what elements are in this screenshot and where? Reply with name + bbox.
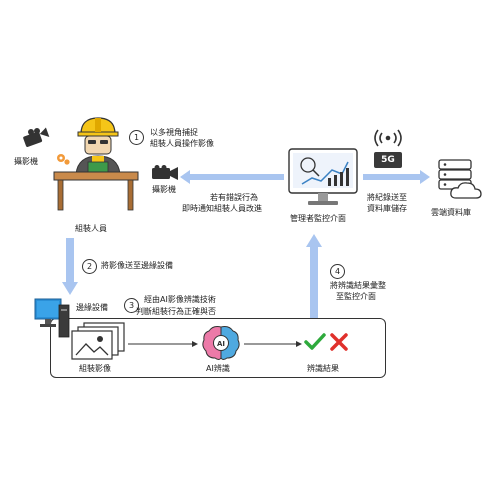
to-edge-arrow — [62, 238, 78, 295]
to-monitor-arrow — [306, 234, 322, 318]
store-arrow — [363, 170, 430, 184]
cloud-db-label: 雲端資料庫 — [431, 208, 471, 217]
assembly-image-icon — [71, 322, 125, 360]
step-3-text-line2: 判斷組裝行為正確與否 — [136, 307, 216, 316]
cloud-database-icon — [438, 159, 482, 199]
step-3-number: 3 — [124, 298, 139, 313]
step-1-text-line2: 組裝人員操作影像 — [150, 139, 214, 148]
network-5g-badge: 5G — [374, 152, 402, 168]
assembler-label: 組裝人員 — [75, 224, 107, 233]
image-to-ai-arrow — [128, 341, 198, 347]
camera-left-icon — [23, 127, 50, 147]
notify-text-line1: 若有錯誤行為 — [210, 193, 258, 202]
step-4-text-line1: 將辨識結果彙整 — [330, 281, 386, 290]
antenna-icon — [374, 129, 402, 147]
step-1-number: 1 — [129, 130, 144, 145]
camera-left-label: 攝影機 — [14, 157, 38, 166]
camera-right-icon — [152, 165, 178, 180]
camera-right-label: 攝影機 — [152, 185, 176, 194]
edge-processing-panel — [50, 318, 386, 378]
ai-to-result-arrow — [244, 341, 302, 347]
check-icon — [304, 333, 326, 350]
notify-text-line2: 即時通知組裝人員改進 — [182, 204, 262, 213]
ai-brain-icon: AI — [202, 326, 240, 360]
ai-recognition-label: AI辨識 — [206, 364, 230, 373]
assembly-image-label: 組裝影像 — [79, 364, 111, 373]
step-4-text-line2: 至監控介面 — [336, 292, 376, 301]
step-2-text: 將影像送至邊緣設備 — [101, 261, 173, 270]
store-text-line2: 資料庫儲存 — [367, 204, 407, 213]
step-2-number: 2 — [82, 259, 97, 274]
ai-chip-text: AI — [217, 340, 225, 348]
notify-arrow — [180, 170, 284, 184]
store-text-line1: 將紀錄送至 — [367, 193, 407, 202]
admin-monitor-label: 管理者監控介面 — [290, 214, 346, 223]
step-1-text-line1: 以多視角捕捉 — [150, 128, 198, 137]
assembler-illustration — [53, 117, 139, 211]
step-4-number: 4 — [330, 264, 345, 279]
gear-icon — [57, 154, 70, 165]
monitor-icon — [288, 148, 358, 205]
cross-icon — [330, 333, 348, 351]
step-3-text-line1: 經由AI影像辨識技術 — [144, 295, 216, 304]
edge-device-icon — [34, 298, 70, 338]
edge-device-label: 邊緣設備 — [76, 303, 108, 312]
recognition-result-label: 辨識結果 — [307, 364, 339, 373]
